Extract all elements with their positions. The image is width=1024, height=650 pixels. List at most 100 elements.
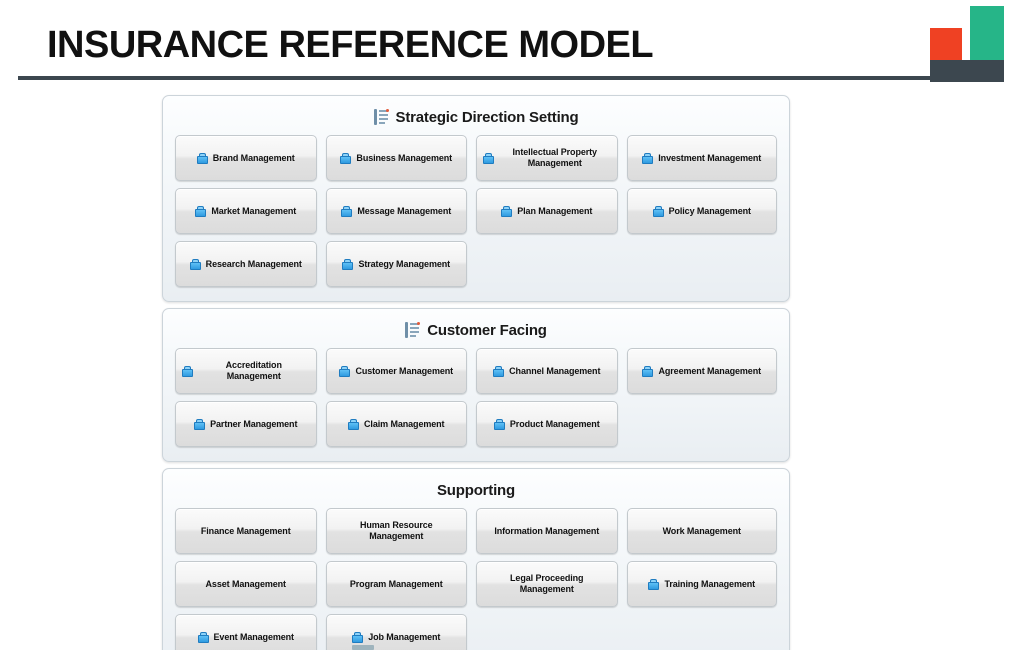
capability-card[interactable]: Channel Management <box>476 348 618 394</box>
card-cell: Research Management <box>175 241 326 287</box>
capability-card[interactable]: Brand Management <box>175 135 317 181</box>
card-cell: Asset Management <box>175 561 326 607</box>
capability-card[interactable]: Business Management <box>325 135 467 181</box>
capability-card[interactable]: Product Management <box>476 401 618 447</box>
capability-card-label: Plan Management <box>517 205 593 216</box>
capability-card-label: Training Management <box>664 578 756 589</box>
capability-card-label: Program Management <box>349 578 443 589</box>
capability-card[interactable]: Legal Proceeding Management <box>476 561 618 607</box>
capability-card-label: Finance Management <box>200 525 291 536</box>
capability-card[interactable]: Event Management <box>175 614 317 650</box>
capability-card[interactable]: Job Management <box>325 614 467 650</box>
capability-card[interactable]: Work Management <box>626 508 777 554</box>
capability-card[interactable]: Investment Management <box>626 135 777 181</box>
card-row: Asset Management Program Management Legal … <box>175 561 777 607</box>
briefcase-icon <box>348 418 360 430</box>
card-cell: Strategy Management <box>325 241 477 287</box>
capability-card-label: Intellectual Property Management <box>512 147 598 168</box>
capability-card-label: Channel Management <box>509 365 601 376</box>
capability-card[interactable]: Plan Management <box>476 188 618 234</box>
capability-card[interactable]: Information Management <box>476 508 618 554</box>
capability-card-label: Policy Management <box>668 205 751 216</box>
capability-card[interactable]: Finance Management <box>175 508 317 554</box>
briefcase-icon <box>182 365 193 377</box>
card-cell: Information Management <box>476 508 627 554</box>
capability-card[interactable]: Human Resource Management <box>325 508 467 554</box>
section-header: Supporting <box>175 477 777 503</box>
logo-green-block-icon <box>970 6 1004 68</box>
card-cell: Brand Management <box>175 135 326 181</box>
capability-card-label: Customer Management <box>355 365 454 376</box>
card-cell: Business Management <box>325 135 477 181</box>
capability-card[interactable]: Research Management <box>175 241 317 287</box>
card-cell: Agreement Management <box>626 348 777 394</box>
capability-card[interactable]: Training Management <box>626 561 777 607</box>
capability-card-label: Product Management <box>509 418 600 429</box>
capability-card-label: Legal Proceeding Management <box>510 573 584 594</box>
briefcase-icon <box>493 418 505 430</box>
card-row: Accreditation Management Customer Managem… <box>175 348 777 394</box>
capability-card-label: Accreditation Management <box>225 360 282 381</box>
card-cell: Customer Management <box>325 348 477 394</box>
briefcase-icon <box>195 205 207 217</box>
card-row: Market Management Message Management Plan … <box>175 188 777 234</box>
briefcase-icon <box>342 258 354 270</box>
capability-card-label: Asset Management <box>205 578 287 589</box>
document-list-icon <box>373 109 389 125</box>
card-cell: Legal Proceeding Management <box>476 561 627 607</box>
card-cell: Product Management <box>476 401 627 447</box>
card-cell: Job Management <box>325 614 477 650</box>
briefcase-icon <box>340 152 352 164</box>
capability-card[interactable]: Customer Management <box>325 348 467 394</box>
card-cell: Market Management <box>175 188 326 234</box>
card-cell: Finance Management <box>175 508 326 554</box>
capability-card[interactable]: Strategy Management <box>325 241 467 287</box>
card-row: Partner Management Claim Management Produc… <box>175 401 777 447</box>
capability-card[interactable]: Partner Management <box>175 401 317 447</box>
briefcase-icon <box>352 631 364 643</box>
capability-card[interactable]: Claim Management <box>325 401 467 447</box>
capability-card[interactable]: Market Management <box>175 188 317 234</box>
card-row: Finance Management Human Resource Managem… <box>175 508 777 554</box>
briefcase-icon <box>196 152 208 164</box>
capability-card-label: Claim Management <box>364 418 445 429</box>
card-row: Research Management Strategy Management <box>175 241 777 287</box>
capability-card-label: Strategy Management <box>358 258 451 269</box>
briefcase-icon <box>194 418 206 430</box>
capability-card[interactable]: Intellectual Property Management <box>476 135 618 181</box>
capability-card-label: Information Management <box>494 525 600 536</box>
capability-card-label: Partner Management <box>210 418 298 429</box>
briefcase-icon <box>652 205 664 217</box>
capability-card[interactable]: Asset Management <box>175 561 317 607</box>
card-cell: Investment Management <box>626 135 777 181</box>
logo-dark-block-icon <box>930 60 1004 82</box>
card-cell: Policy Management <box>626 188 777 234</box>
section-header: Strategic Direction Setting <box>175 104 777 130</box>
card-cell: Message Management <box>325 188 477 234</box>
briefcase-icon <box>189 258 201 270</box>
card-row: Brand Management Business Management Intel… <box>175 135 777 181</box>
capability-card[interactable]: Agreement Management <box>626 348 777 394</box>
capability-card-label: Message Management <box>357 205 452 216</box>
section-title: Supporting <box>437 481 515 499</box>
card-cell: Event Management <box>175 614 326 650</box>
capability-card-label: Work Management <box>662 525 741 536</box>
card-cell: Partner Management <box>175 401 326 447</box>
capability-card[interactable]: Program Management <box>325 561 467 607</box>
capability-card[interactable]: Accreditation Management <box>175 348 317 394</box>
capability-card-label: Brand Management <box>212 152 295 163</box>
capability-card[interactable]: Message Management <box>325 188 467 234</box>
capability-card-label: Agreement Management <box>658 365 762 376</box>
capability-card[interactable]: Policy Management <box>626 188 777 234</box>
section-title: Customer Facing <box>427 321 547 339</box>
capability-card-label: Business Management <box>356 152 453 163</box>
card-cell: Claim Management <box>325 401 477 447</box>
briefcase-icon <box>339 365 351 377</box>
header-divider <box>18 76 930 80</box>
briefcase-icon <box>197 631 209 643</box>
document-list-icon <box>405 322 421 338</box>
